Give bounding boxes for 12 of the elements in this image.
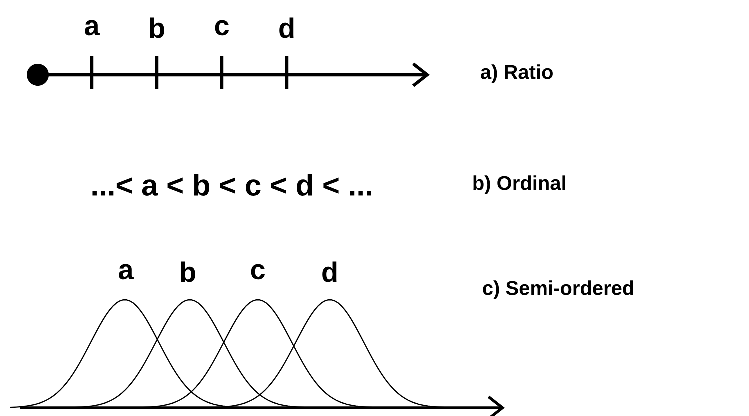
text-label: d: [322, 262, 337, 282]
text-label: a) Ratio: [481, 64, 553, 84]
text-label: a: [85, 20, 100, 36]
text-label: c: [215, 20, 229, 36]
text-label: c: [251, 264, 265, 280]
text-label: b: [150, 18, 164, 38]
text-label: b: [181, 262, 196, 282]
text-label: c) Semi-ordered: [483, 280, 634, 300]
text-label: b) Ordinal: [474, 176, 566, 194]
text-label: d: [280, 18, 294, 38]
text-label: ...< a < b < c < d < ...: [92, 174, 372, 196]
text-label: a: [119, 264, 134, 280]
